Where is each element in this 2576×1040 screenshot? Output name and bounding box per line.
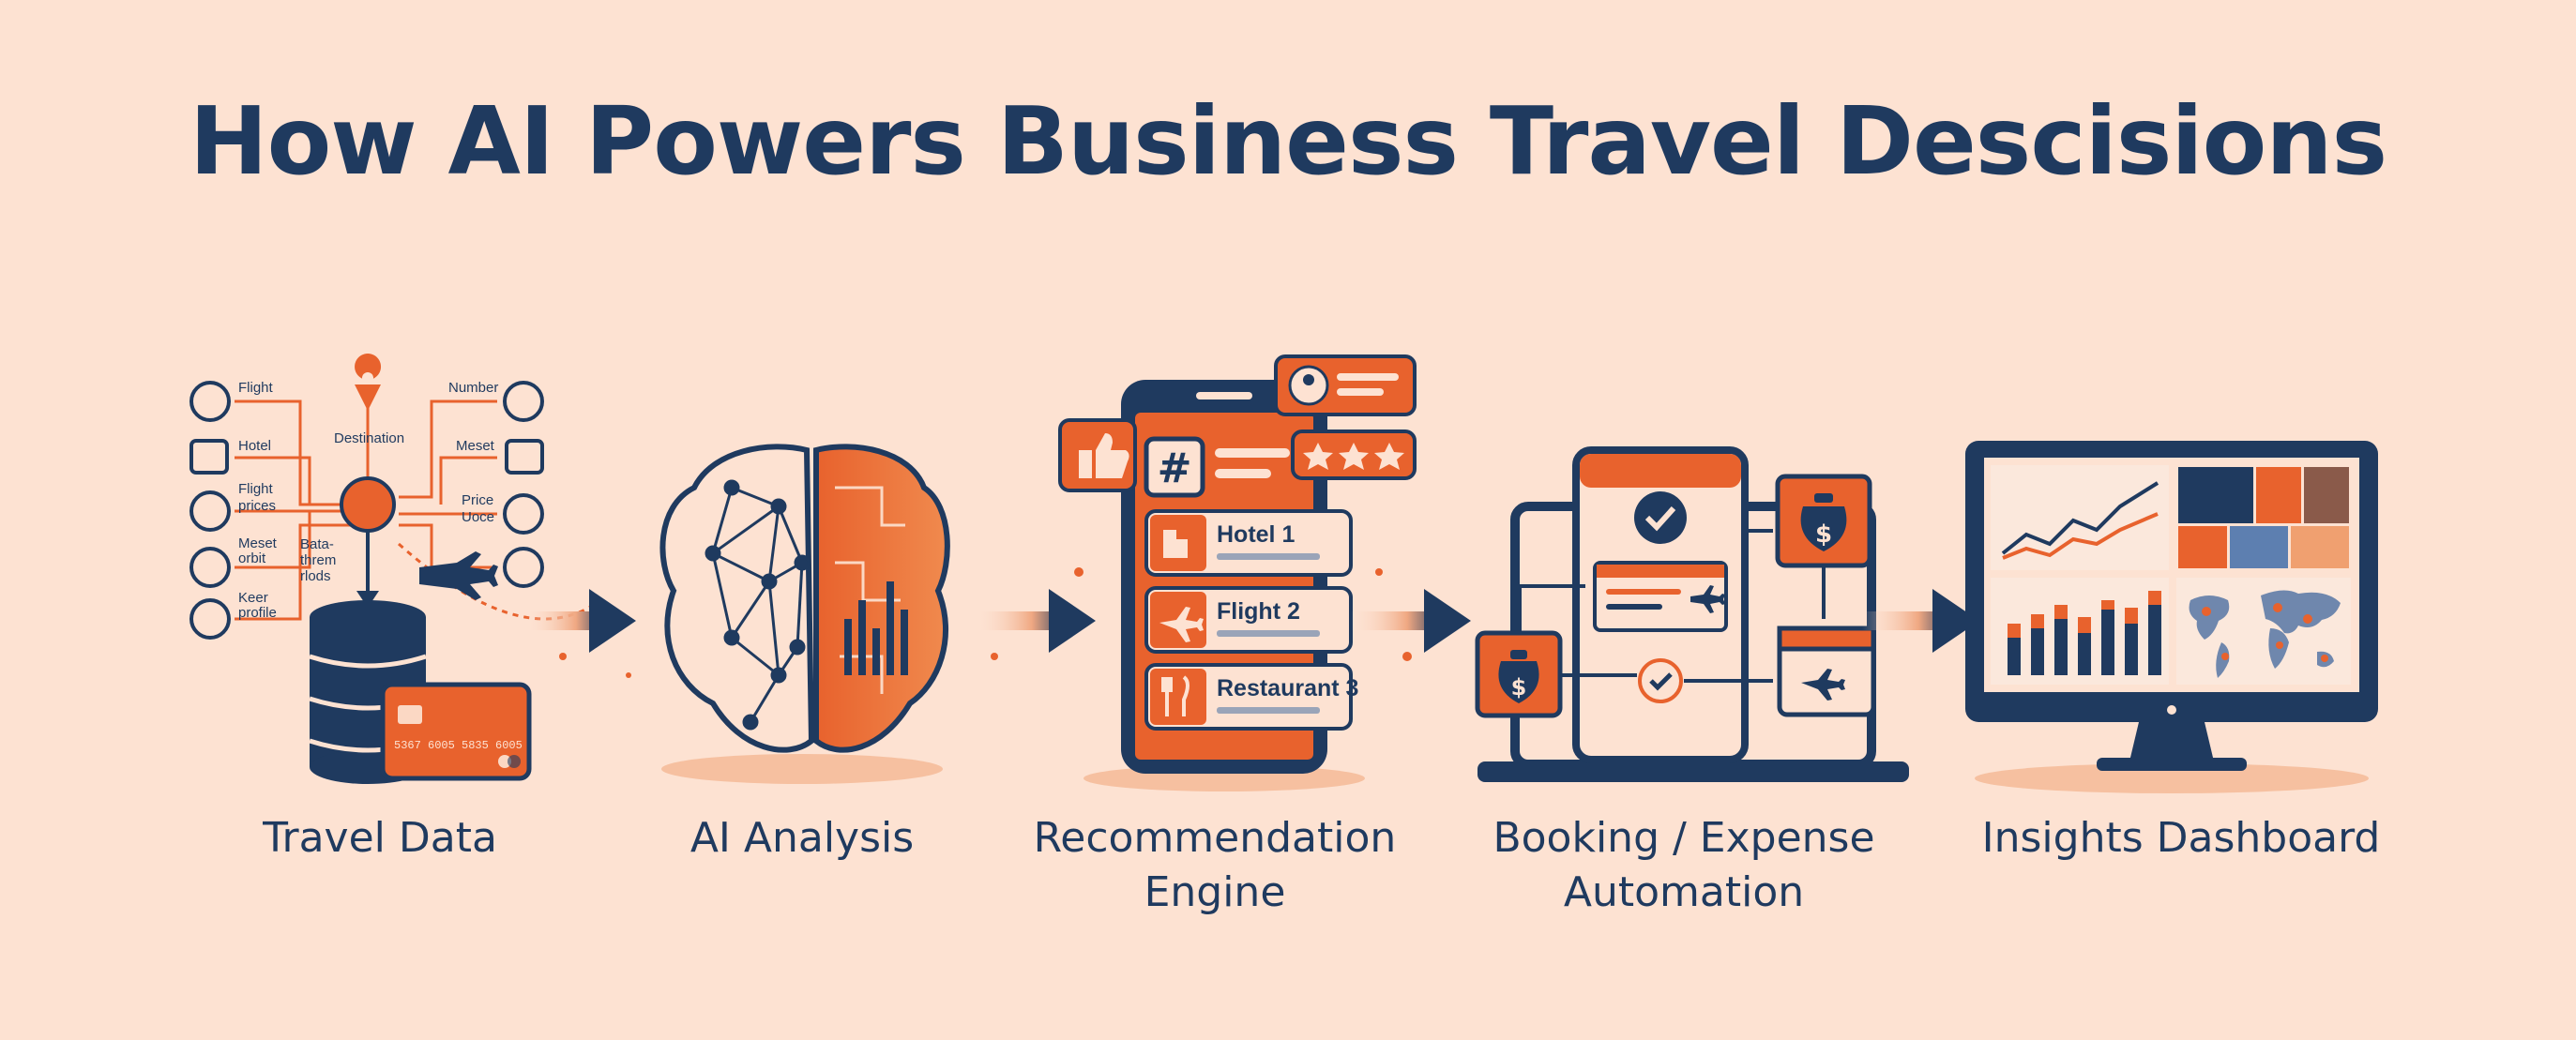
airplane-icon [1159,607,1204,642]
svg-text:rlods: rlods [300,568,331,584]
svg-text:$: $ [1815,520,1832,549]
svg-text:Uoce: Uoce [462,509,494,525]
flow-arrow-1 [525,589,636,678]
page-title: How AI Powers Business Travel Descisions [189,86,2387,196]
card-label-restaurant: Restaurant 3 [1217,675,1358,701]
credit-card-icon [380,682,532,781]
hotel-icon [1163,530,1188,558]
svg-text:Meset: Meset [238,535,278,551]
svg-text:Bata-: Bata- [300,536,334,552]
svg-text:Destination: Destination [334,430,404,446]
card-label-flight: Flight 2 [1217,598,1300,625]
monitor-icon [1965,441,2378,793]
flow-arrow-3 [1351,568,1471,661]
money-bag-icon: $ [1475,630,1563,718]
card-label-hotel: Hotel 1 [1217,521,1295,548]
svg-text:profile: profile [238,605,277,621]
svg-text:Meset: Meset [456,438,495,454]
calendar-icon [1777,626,1876,717]
booking-flow-connectors [1518,529,1826,683]
svg-text:Number: Number [448,380,498,396]
recommendation-card-restaurant: Restaurant 3 [1144,663,1358,731]
travel-data-icon: Flight Hotel Flight prices Meset orbit K… [189,354,601,784]
brain-icon [659,444,950,784]
stage-label-ai-analysis: AI Analysis [689,814,915,862]
stage-label-travel-data: Travel Data [263,814,497,862]
svg-text:Keer: Keer [238,590,268,606]
recommendation-card-flight: Flight 2 [1144,586,1353,654]
svg-text:orbit: orbit [238,550,266,566]
svg-text:Flight: Flight [238,481,274,497]
card-number: 5367 6005 5835 6005 [394,739,523,752]
check-icon [1634,491,1687,544]
svg-text:Flight: Flight [238,380,274,396]
flow-arrow-2 [976,567,1096,660]
svg-text:Hotel: Hotel [238,438,271,454]
svg-text:prices: prices [238,498,276,514]
stage-label-recommendation-engine: Recommendation Engine [1033,814,1397,916]
hashtag-icon: # [1158,445,1192,492]
money-bag-icon: $ [1775,474,1872,568]
flow-arrow-4 [1862,589,1979,653]
recommendation-card-hotel: Hotel 1 [1144,509,1353,577]
svg-text:threm: threm [300,552,336,568]
stage-label-insights-dashboard: Insights Dashboard [1981,814,2381,862]
svg-text:Price: Price [462,492,493,508]
restaurant-icon [1161,675,1190,716]
stage-label-booking-expense: Booking / Expense Automation [1493,814,1875,916]
svg-text:$: $ [1511,674,1527,701]
